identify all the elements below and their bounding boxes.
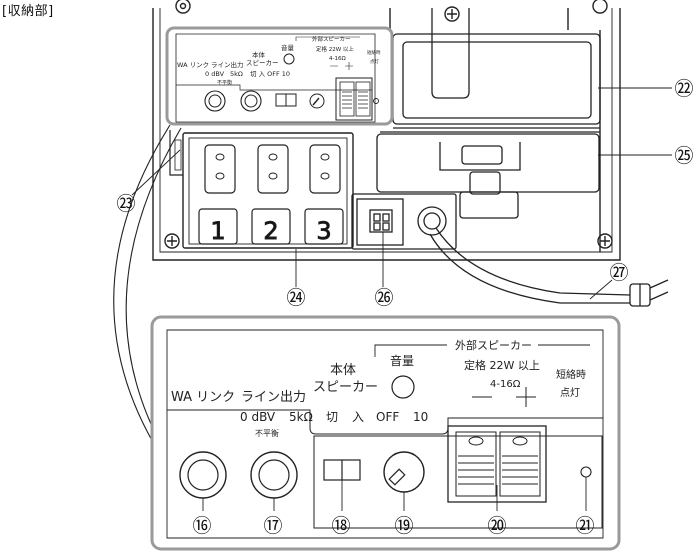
callout-18: ⑱ — [331, 515, 350, 537]
big-short-1: 短絡時 — [556, 368, 586, 381]
small-external-speaker: 外部スピーカー — [312, 35, 351, 43]
big-speaker-1: 本体 — [330, 363, 356, 378]
power-connector — [351, 193, 669, 307]
callout-leaders — [131, 87, 672, 511]
middle-module — [376, 133, 600, 219]
big-speaker-2: スピーカー — [313, 380, 378, 395]
numbered-tray: 1 2 3 — [169, 130, 354, 249]
big-ten: 10 — [413, 410, 428, 424]
small-dbv: 0 dBV — [205, 70, 225, 78]
big-wa-link: WA リンク — [171, 390, 235, 405]
callout-21: ㉑ — [575, 515, 594, 537]
small-off-on: 切 入 OFF 10 — [250, 70, 290, 78]
callout-20: ⑳ — [487, 515, 506, 537]
callout-22: ㉒ — [674, 78, 693, 100]
tray-digit-2: 2 — [263, 217, 278, 245]
small-speaker-2: スピーカー — [246, 59, 279, 67]
callouts: ⑯ ⑰ ⑱ ⑲ ⑳ ㉑ ㉒ ㉓ ㉔ ㉕ ㉖ ㉗ — [116, 78, 693, 537]
small-wa-link: WA リンク — [177, 61, 209, 69]
zoom-arrow — [113, 124, 171, 462]
big-off-eng: OFF — [376, 410, 399, 424]
callout-17: ⑰ — [263, 515, 282, 537]
small-volume: 音量 — [281, 43, 295, 52]
big-unbalanced: 不平衡 — [255, 428, 279, 438]
callout-27: ㉗ — [609, 262, 628, 284]
small-short-2: 点灯 — [370, 58, 379, 65]
callout-26: ㉖ — [374, 287, 393, 309]
small-impedance: 4-16Ω — [329, 56, 346, 62]
big-impedance: 4-16Ω — [490, 379, 521, 390]
big-on-label: 入 — [352, 410, 364, 424]
upper-module — [380, 8, 601, 133]
big-dbv: 0 dBV — [240, 410, 276, 424]
big-short-2: 点灯 — [560, 387, 580, 399]
big-volume: 音量 — [390, 353, 414, 368]
callout-19: ⑲ — [394, 515, 413, 537]
small-rating: 定格 22W 以上 — [316, 45, 354, 53]
small-speaker-1: 本体 — [252, 50, 266, 59]
big-off-label: 切 — [326, 410, 338, 424]
small-unbalanced: 不平衡 — [217, 79, 232, 86]
small-5k: 5kΩ — [230, 70, 243, 78]
tray-digit-3: 3 — [316, 217, 331, 245]
big-rating: 定格 22W 以上 — [464, 358, 540, 372]
callout-25: ㉕ — [674, 145, 693, 167]
small-short-1: 短絡時 — [367, 49, 381, 56]
big-line-out: ライン出力 — [241, 390, 306, 405]
callout-16: ⑯ — [192, 515, 211, 537]
tray-digit-1: 1 — [210, 217, 225, 245]
device-housing — [152, 0, 621, 261]
callout-23: ㉓ — [116, 193, 135, 215]
small-line-out: ライン出力 — [211, 60, 244, 69]
small-terminal-panel: WA リンク ライン出力 0 dBV 5kΩ 不平衡 本体 スピーカー 音量 外… — [165, 26, 394, 126]
callout-24: ㉔ — [286, 287, 305, 309]
page-title: [収納部] — [2, 4, 54, 19]
big-terminal-panel: WA リンク ライン出力 0 dBV 5kΩ 不平衡 本体 スピーカー 音量 外… — [150, 315, 621, 551]
big-5k: 5kΩ — [289, 410, 313, 424]
big-external-speaker: 外部スピーカー — [455, 338, 532, 352]
